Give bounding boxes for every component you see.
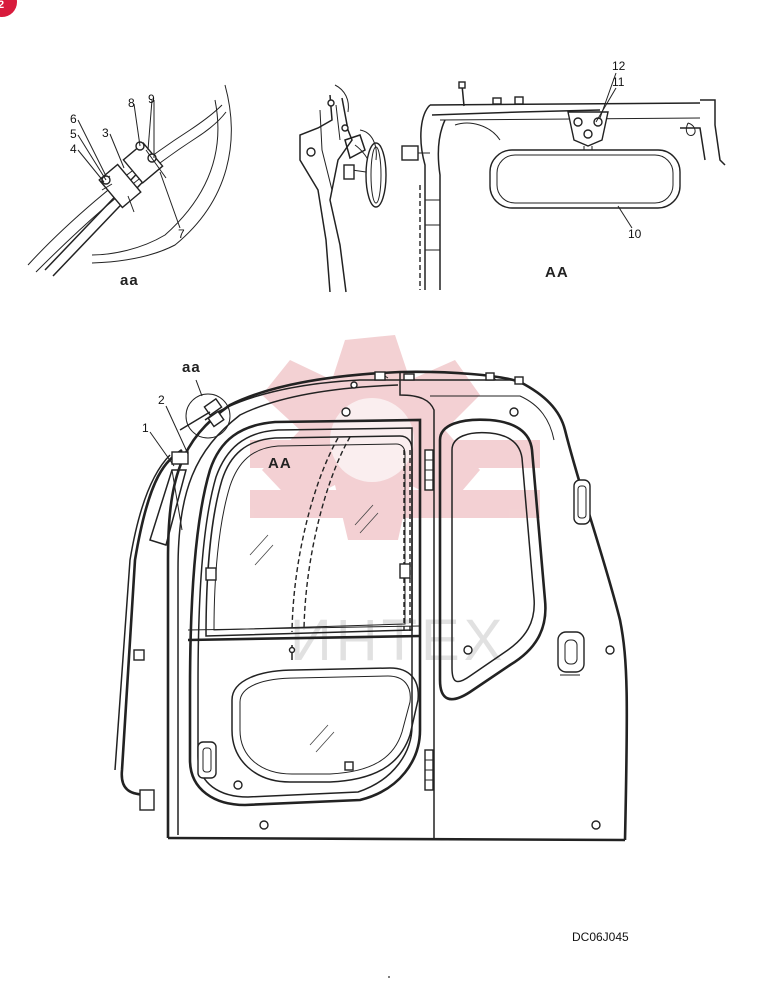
callout-8: 8	[128, 96, 135, 110]
mirror-side-view	[299, 84, 387, 293]
detail-AA-title: AA	[545, 264, 569, 281]
corner-badge-label: 2	[0, 0, 4, 11]
main-detail-AA-label: AA	[268, 455, 292, 472]
callout-11: 11	[612, 75, 625, 89]
callout-5: 5	[70, 127, 77, 141]
watermark-text: ИНТЕХ	[290, 608, 506, 673]
detail-AA: 12 11 10 AA	[401, 59, 726, 290]
watermark-logo	[250, 335, 540, 540]
drawing-code: DC06J045	[572, 930, 629, 944]
detail-aa: 6 5 4 3 8 9 7 aa	[27, 84, 232, 289]
callout-6: 6	[70, 112, 77, 126]
cab-main-view: aa 2 1 AA	[114, 359, 629, 842]
callout-4: 4	[70, 142, 77, 156]
main-detail-aa-label: aa	[182, 359, 201, 376]
callout-2: 2	[158, 393, 165, 407]
callout-12: 12	[612, 59, 626, 73]
callout-10: 10	[628, 227, 642, 241]
callout-1: 1	[142, 421, 149, 435]
callout-9: 9	[148, 92, 155, 106]
corner-badge: 2	[0, 0, 17, 17]
detail-aa-title: aa	[120, 272, 139, 289]
callout-3: 3	[102, 126, 109, 140]
callout-7: 7	[178, 227, 185, 241]
